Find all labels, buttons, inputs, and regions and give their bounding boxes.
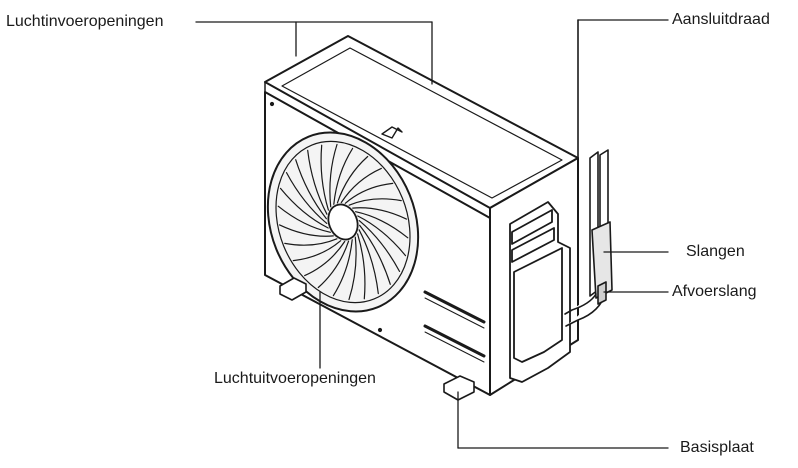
fan-grille-spoke (284, 238, 338, 246)
fan-grille-spoke (359, 224, 391, 285)
foot-front-left (279, 277, 307, 301)
pipes (564, 19, 613, 327)
fan-inner-ring (275, 140, 411, 304)
label-air-outlets: Luchtuitvoeropeningen (214, 370, 376, 387)
fan-grille-spoke (304, 240, 346, 277)
fan-grille-spoke (336, 155, 369, 204)
fan-grille-spoke (295, 159, 327, 220)
fan-grille-spoke (355, 211, 409, 239)
label-drain-hose: Afvoerslang (672, 283, 757, 300)
fan-grille-spoke (333, 147, 354, 205)
pipe-bend-1 (564, 293, 597, 315)
fan-hub (327, 203, 359, 241)
top-panel-inset (281, 47, 563, 199)
fan-grille-spoke (292, 240, 342, 262)
leader-lines (195, 19, 669, 449)
drain-hose-tip (597, 281, 607, 305)
feet (279, 277, 475, 401)
fan-grille-spoke (285, 172, 328, 224)
fan-grille-spoke (277, 205, 331, 233)
fan-grille-spoke (358, 220, 401, 272)
cover-tab-2 (511, 227, 555, 263)
fan-grille-spoke (344, 182, 394, 204)
front-slot-1 (423, 290, 486, 324)
label-base-plate: Basisplaat (680, 439, 754, 456)
fan-grille-spoke (340, 167, 382, 204)
label-connection-cable: Aansluitdraad (672, 11, 770, 28)
fan-grille-spoke (279, 187, 329, 229)
fan-grille-spoke (279, 224, 334, 237)
fan-grille-spoke (307, 149, 328, 215)
screw-2 (377, 327, 383, 333)
screw-1 (269, 101, 275, 107)
fan-grille (277, 143, 409, 301)
pipe-insulation (591, 221, 613, 299)
fan-grille-spoke (317, 240, 350, 289)
arrow-emblem (381, 126, 403, 139)
cover-plate (513, 247, 563, 363)
foot-front-right (443, 375, 475, 401)
cover-tab-1 (511, 209, 553, 245)
fan-grille-spoke (348, 236, 357, 301)
fan-grille-spoke (320, 144, 329, 211)
fan-grille-spoke (357, 233, 366, 300)
front-slot-2 (423, 324, 486, 358)
fan-grille-spoke (332, 239, 353, 297)
label-hoses: Slangen (686, 243, 745, 260)
front-slot-2b (424, 331, 485, 363)
label-air-inlets: Luchtinvoeropeningen (6, 13, 164, 30)
fan-grille-spoke (348, 198, 402, 206)
front-slot-1b (424, 297, 485, 329)
fan-grille-spoke (358, 229, 379, 295)
fan-grille-spoke (357, 215, 407, 257)
fan-grille-spoke (329, 143, 338, 208)
fan-assembly (266, 131, 420, 313)
fan-grille-spoke (352, 207, 407, 220)
service-cover (509, 201, 571, 383)
